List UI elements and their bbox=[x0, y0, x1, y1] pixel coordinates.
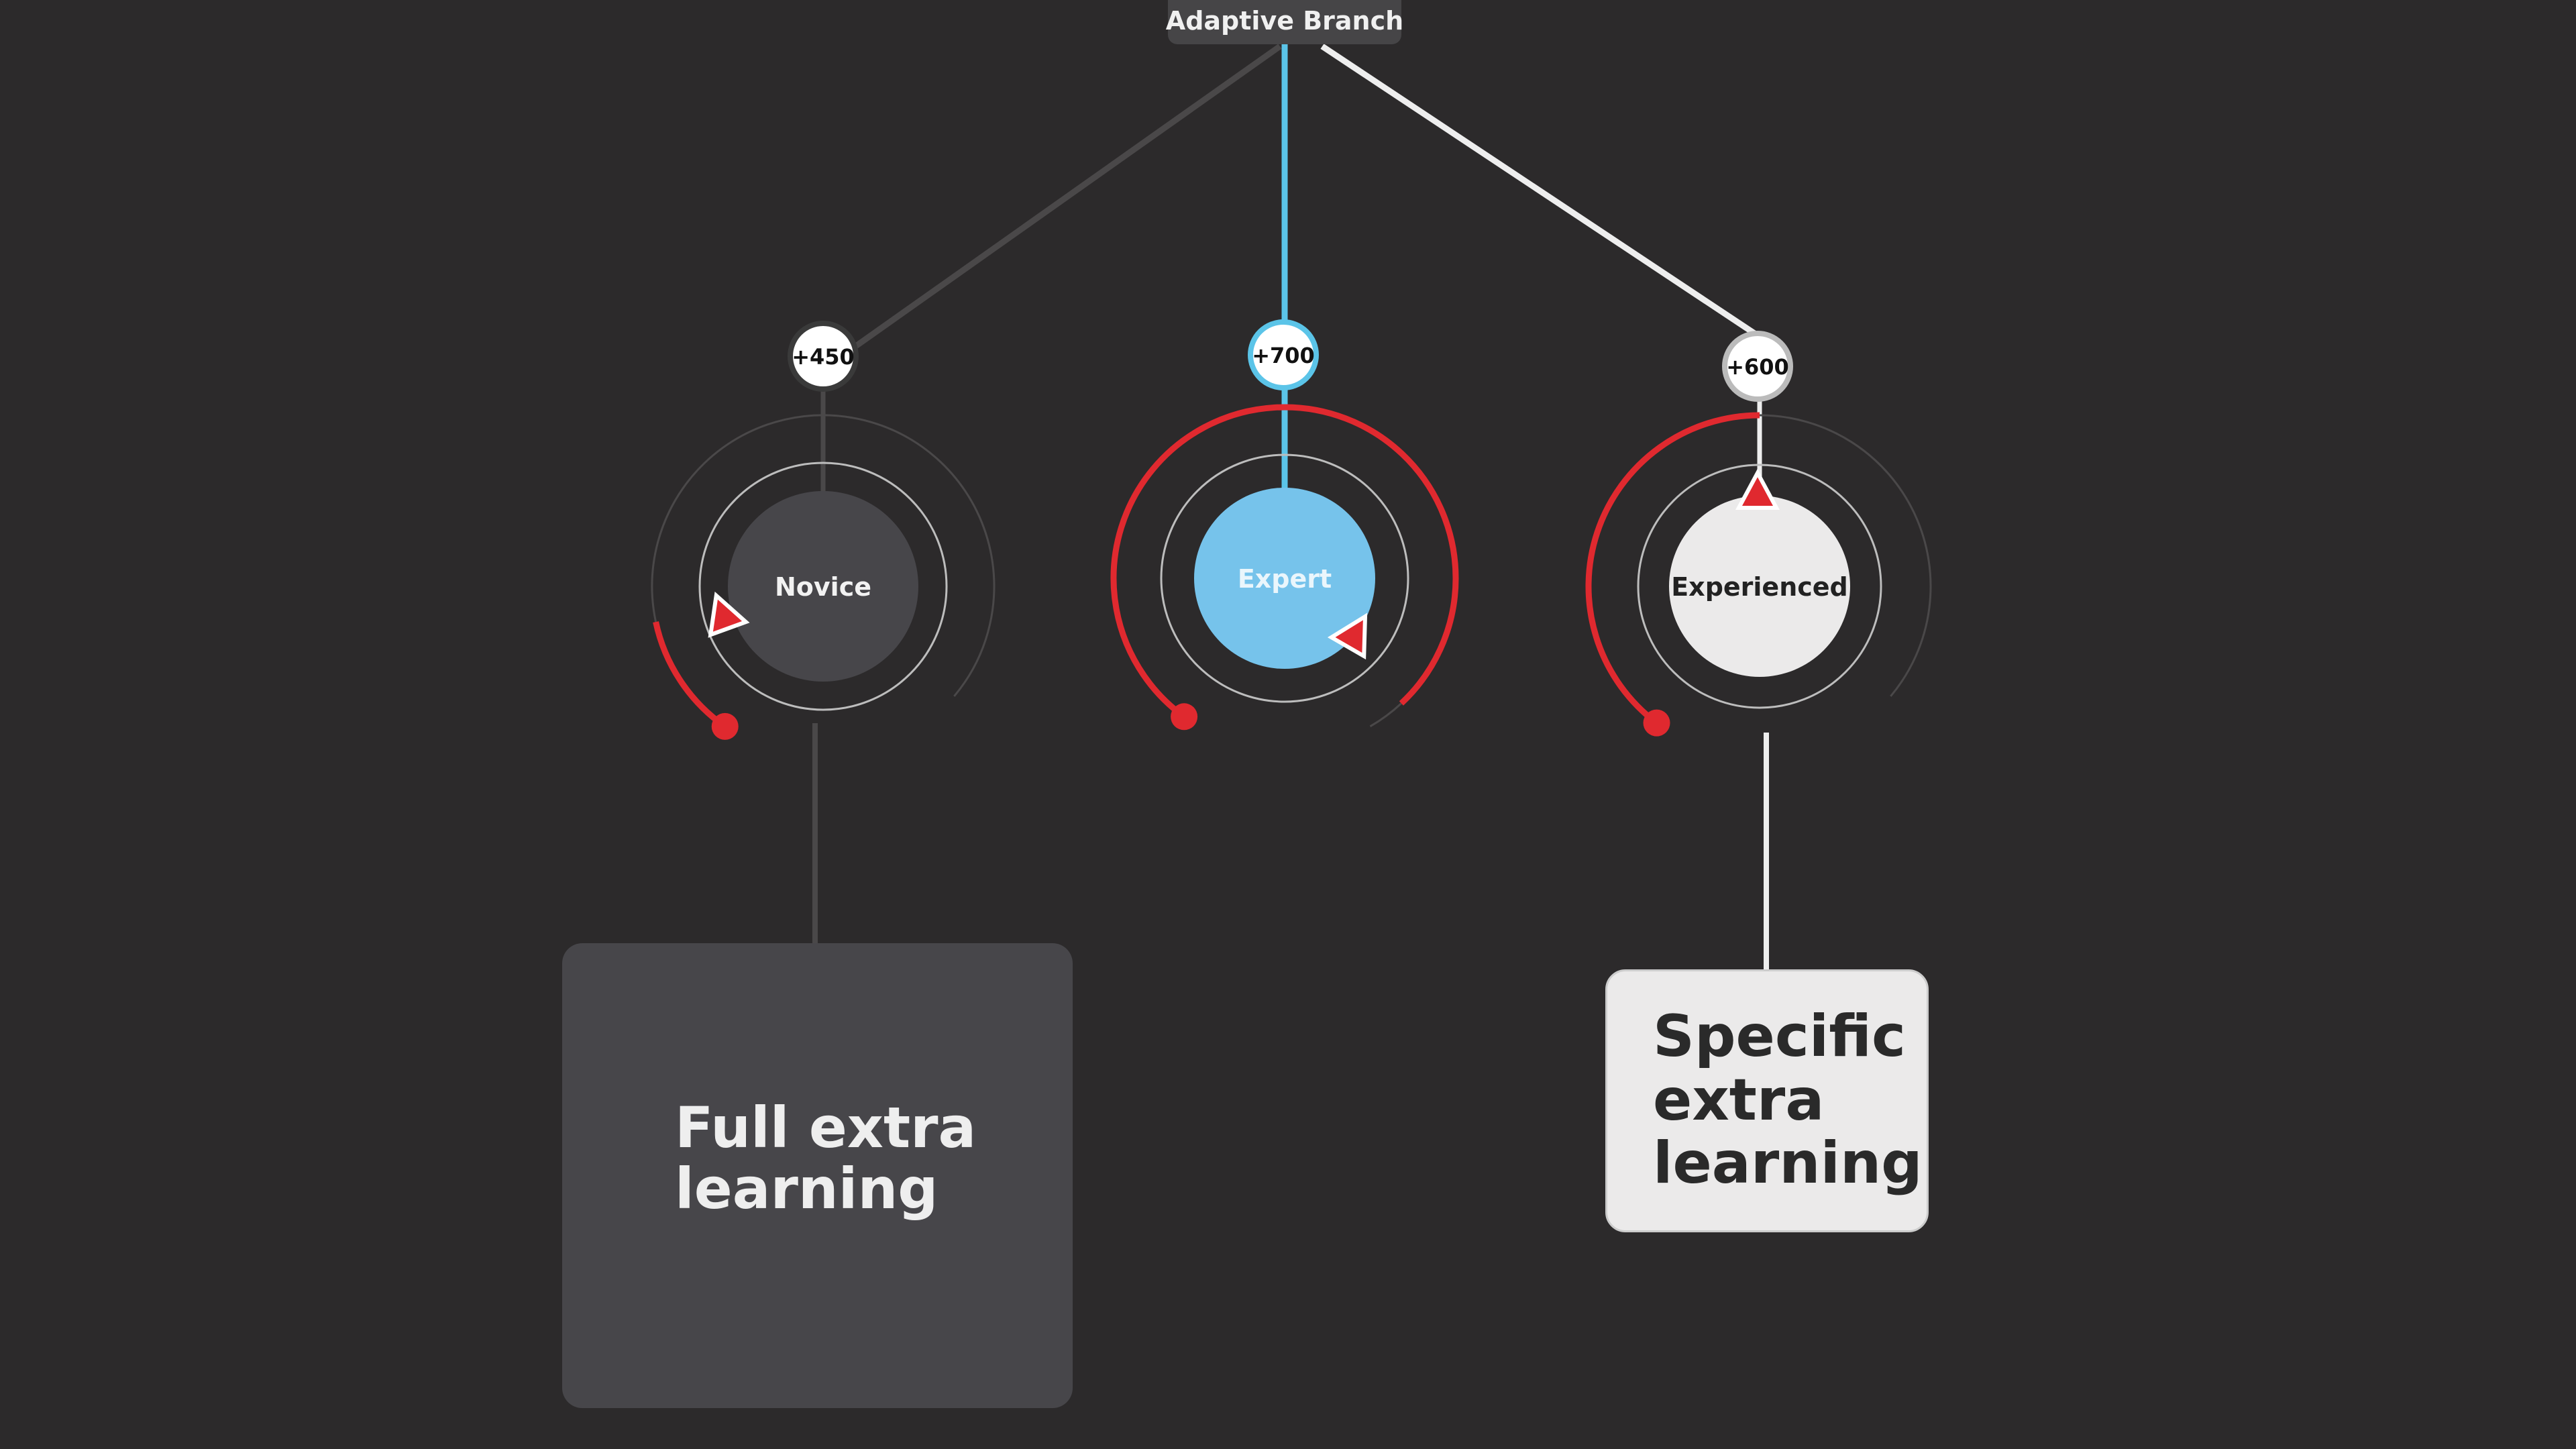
outcome-line: learning bbox=[675, 1155, 938, 1222]
node-novice[interactable]: Novice +450 bbox=[651, 321, 996, 740]
node-expert[interactable]: Expert +700 bbox=[1110, 319, 1459, 731]
inner-ring bbox=[1637, 464, 1882, 709]
title-pill bbox=[1168, 0, 1401, 44]
node-label: Experienced bbox=[1671, 572, 1848, 602]
progress-dot bbox=[711, 712, 739, 740]
score-label: +450 bbox=[792, 344, 855, 370]
node-circle bbox=[1669, 496, 1850, 677]
outcome-line: Specific bbox=[1653, 1003, 1907, 1070]
outcome-line: Full extra bbox=[675, 1095, 977, 1161]
score-badge bbox=[1248, 319, 1319, 390]
outer-track bbox=[1759, 414, 1932, 697]
connector-novice bbox=[850, 44, 1282, 352]
outcome-line: extra bbox=[1653, 1066, 1825, 1134]
node-label: Novice bbox=[775, 572, 871, 602]
node-circle bbox=[1194, 488, 1375, 669]
progress-arc bbox=[1585, 412, 1760, 726]
marker-triangle-icon bbox=[1327, 612, 1368, 660]
score-label: +700 bbox=[1252, 343, 1315, 368]
progress-arc bbox=[1110, 404, 1459, 719]
title-label: Adaptive Branch bbox=[1166, 6, 1403, 36]
inner-ring bbox=[698, 462, 948, 711]
node-circle bbox=[728, 491, 918, 682]
progress-dot bbox=[1171, 703, 1198, 731]
outer-track bbox=[1369, 702, 1402, 728]
node-experienced[interactable]: Experienced +600 bbox=[1585, 331, 1932, 737]
score-badge bbox=[788, 321, 859, 392]
outcome-line: learning bbox=[1653, 1130, 1923, 1197]
node-label: Expert bbox=[1238, 564, 1332, 594]
progress-arc bbox=[653, 621, 727, 729]
marker-triangle-icon bbox=[1735, 468, 1780, 510]
progress-dot bbox=[1643, 709, 1670, 737]
score-badge bbox=[1722, 331, 1793, 402]
outer-track bbox=[651, 414, 996, 697]
marker-triangle-icon bbox=[708, 591, 750, 638]
score-label: +600 bbox=[1726, 354, 1789, 380]
inner-ring bbox=[1160, 453, 1409, 703]
connector-experienced bbox=[1320, 44, 1760, 338]
